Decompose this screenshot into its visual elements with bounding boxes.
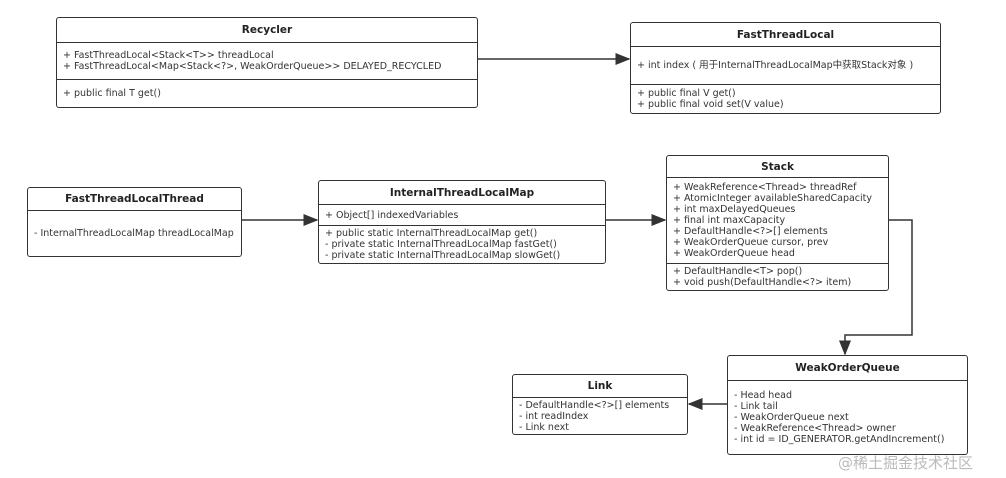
methods-section: + DefaultHandle<T> pop()+ void push(Defa… — [667, 264, 888, 290]
attribute: + FastThreadLocal<Map<Stack<?>, WeakOrde… — [63, 61, 442, 72]
attributes-section: + Object[] indexedVariables — [319, 205, 605, 226]
attributes-section: - DefaultHandle<?>[] elements- int readI… — [513, 398, 687, 434]
attribute: - WeakReference<Thread> owner — [734, 423, 896, 434]
attribute: + int index ( 用于InternalThreadLocalMap中获… — [637, 60, 914, 71]
attribute: + WeakOrderQueue cursor, prev — [673, 237, 829, 248]
class-title: Link — [513, 375, 687, 398]
method: + DefaultHandle<T> pop() — [673, 266, 803, 277]
attribute: - int id = ID_GENERATOR.getAndIncrement(… — [734, 434, 945, 445]
attribute: + WeakOrderQueue head — [673, 248, 795, 259]
attribute: + DefaultHandle<?>[] elements — [673, 226, 828, 237]
arrow-stack-to-weakorderqueue — [839, 219, 913, 356]
class-link: Link- DefaultHandle<?>[] elements- int r… — [512, 374, 688, 435]
attribute: - Link tail — [734, 401, 778, 412]
class-title: InternalThreadLocalMap — [319, 181, 605, 205]
attribute: - int readIndex — [519, 410, 589, 422]
class-title: Stack — [667, 156, 888, 178]
watermark: @稀土掘金技术社区 — [838, 454, 974, 472]
attribute: + int maxDelayedQueues — [673, 204, 796, 215]
attributes-section: + WeakReference<Thread> threadRef+ Atomi… — [667, 178, 888, 264]
class-internal-thread-local-map: InternalThreadLocalMap + Object[] indexed… — [318, 180, 606, 264]
method: - private static InternalThreadLocalMap … — [325, 239, 557, 250]
methods-section: + public final T get() — [57, 80, 477, 107]
class-title: FastThreadLocalThread — [28, 188, 241, 211]
attribute: - WeakOrderQueue next — [734, 412, 849, 423]
class-title: Recycler — [57, 18, 477, 43]
method: + void push(DefaultHandle<?> item) — [673, 277, 852, 288]
class-title: WeakOrderQueue — [728, 356, 967, 381]
attributes-section: - InternalThreadLocalMap threadLocalMap — [28, 211, 241, 256]
attributes-section: + int index ( 用于InternalThreadLocalMap中获… — [631, 47, 940, 85]
class-fast-thread-local-thread: FastThreadLocalThread - InternalThreadLoc… — [27, 187, 242, 257]
method: - private static InternalThreadLocalMap … — [325, 250, 561, 261]
class-fast-thread-local: FastThreadLocal + int index ( 用于InternalT… — [630, 22, 941, 114]
attribute: + Object[] indexedVariables — [325, 209, 459, 221]
attribute: + WeakReference<Thread> threadRef — [673, 182, 857, 193]
class-recycler: Recycler+ FastThreadLocal<Stack<T>> thre… — [56, 17, 478, 108]
attributes-section: - Head head- Link tail- WeakOrderQueue n… — [728, 381, 967, 454]
method: + public final T get() — [63, 88, 161, 99]
class-stack: Stack+ WeakReference<Thread> threadRef+ … — [666, 155, 889, 291]
class-title: FastThreadLocal — [631, 23, 940, 47]
class-weak-order-queue: WeakOrderQueue- Head head- Link tail- We… — [727, 355, 968, 455]
methods-section: + public static InternalThreadLocalMap g… — [319, 226, 605, 263]
attribute: + AtomicInteger availableSharedCapacity — [673, 193, 872, 204]
attribute: - DefaultHandle<?>[] elements — [519, 399, 670, 411]
attribute: - InternalThreadLocalMap threadLocalMap — [34, 228, 234, 239]
methods-section: + public final V get()+ public final voi… — [631, 85, 940, 113]
attribute: - Link next — [519, 421, 569, 433]
attributes-section: + FastThreadLocal<Stack<T>> threadLocal+… — [57, 43, 477, 80]
attribute: - Head head — [734, 390, 793, 401]
attribute: + final int maxCapacity — [673, 215, 786, 226]
method: + public final V get() — [637, 88, 736, 99]
attribute: + FastThreadLocal<Stack<T>> threadLocal — [63, 50, 274, 61]
method: + public final void set(V value) — [637, 99, 784, 110]
method: + public static InternalThreadLocalMap g… — [325, 228, 538, 239]
